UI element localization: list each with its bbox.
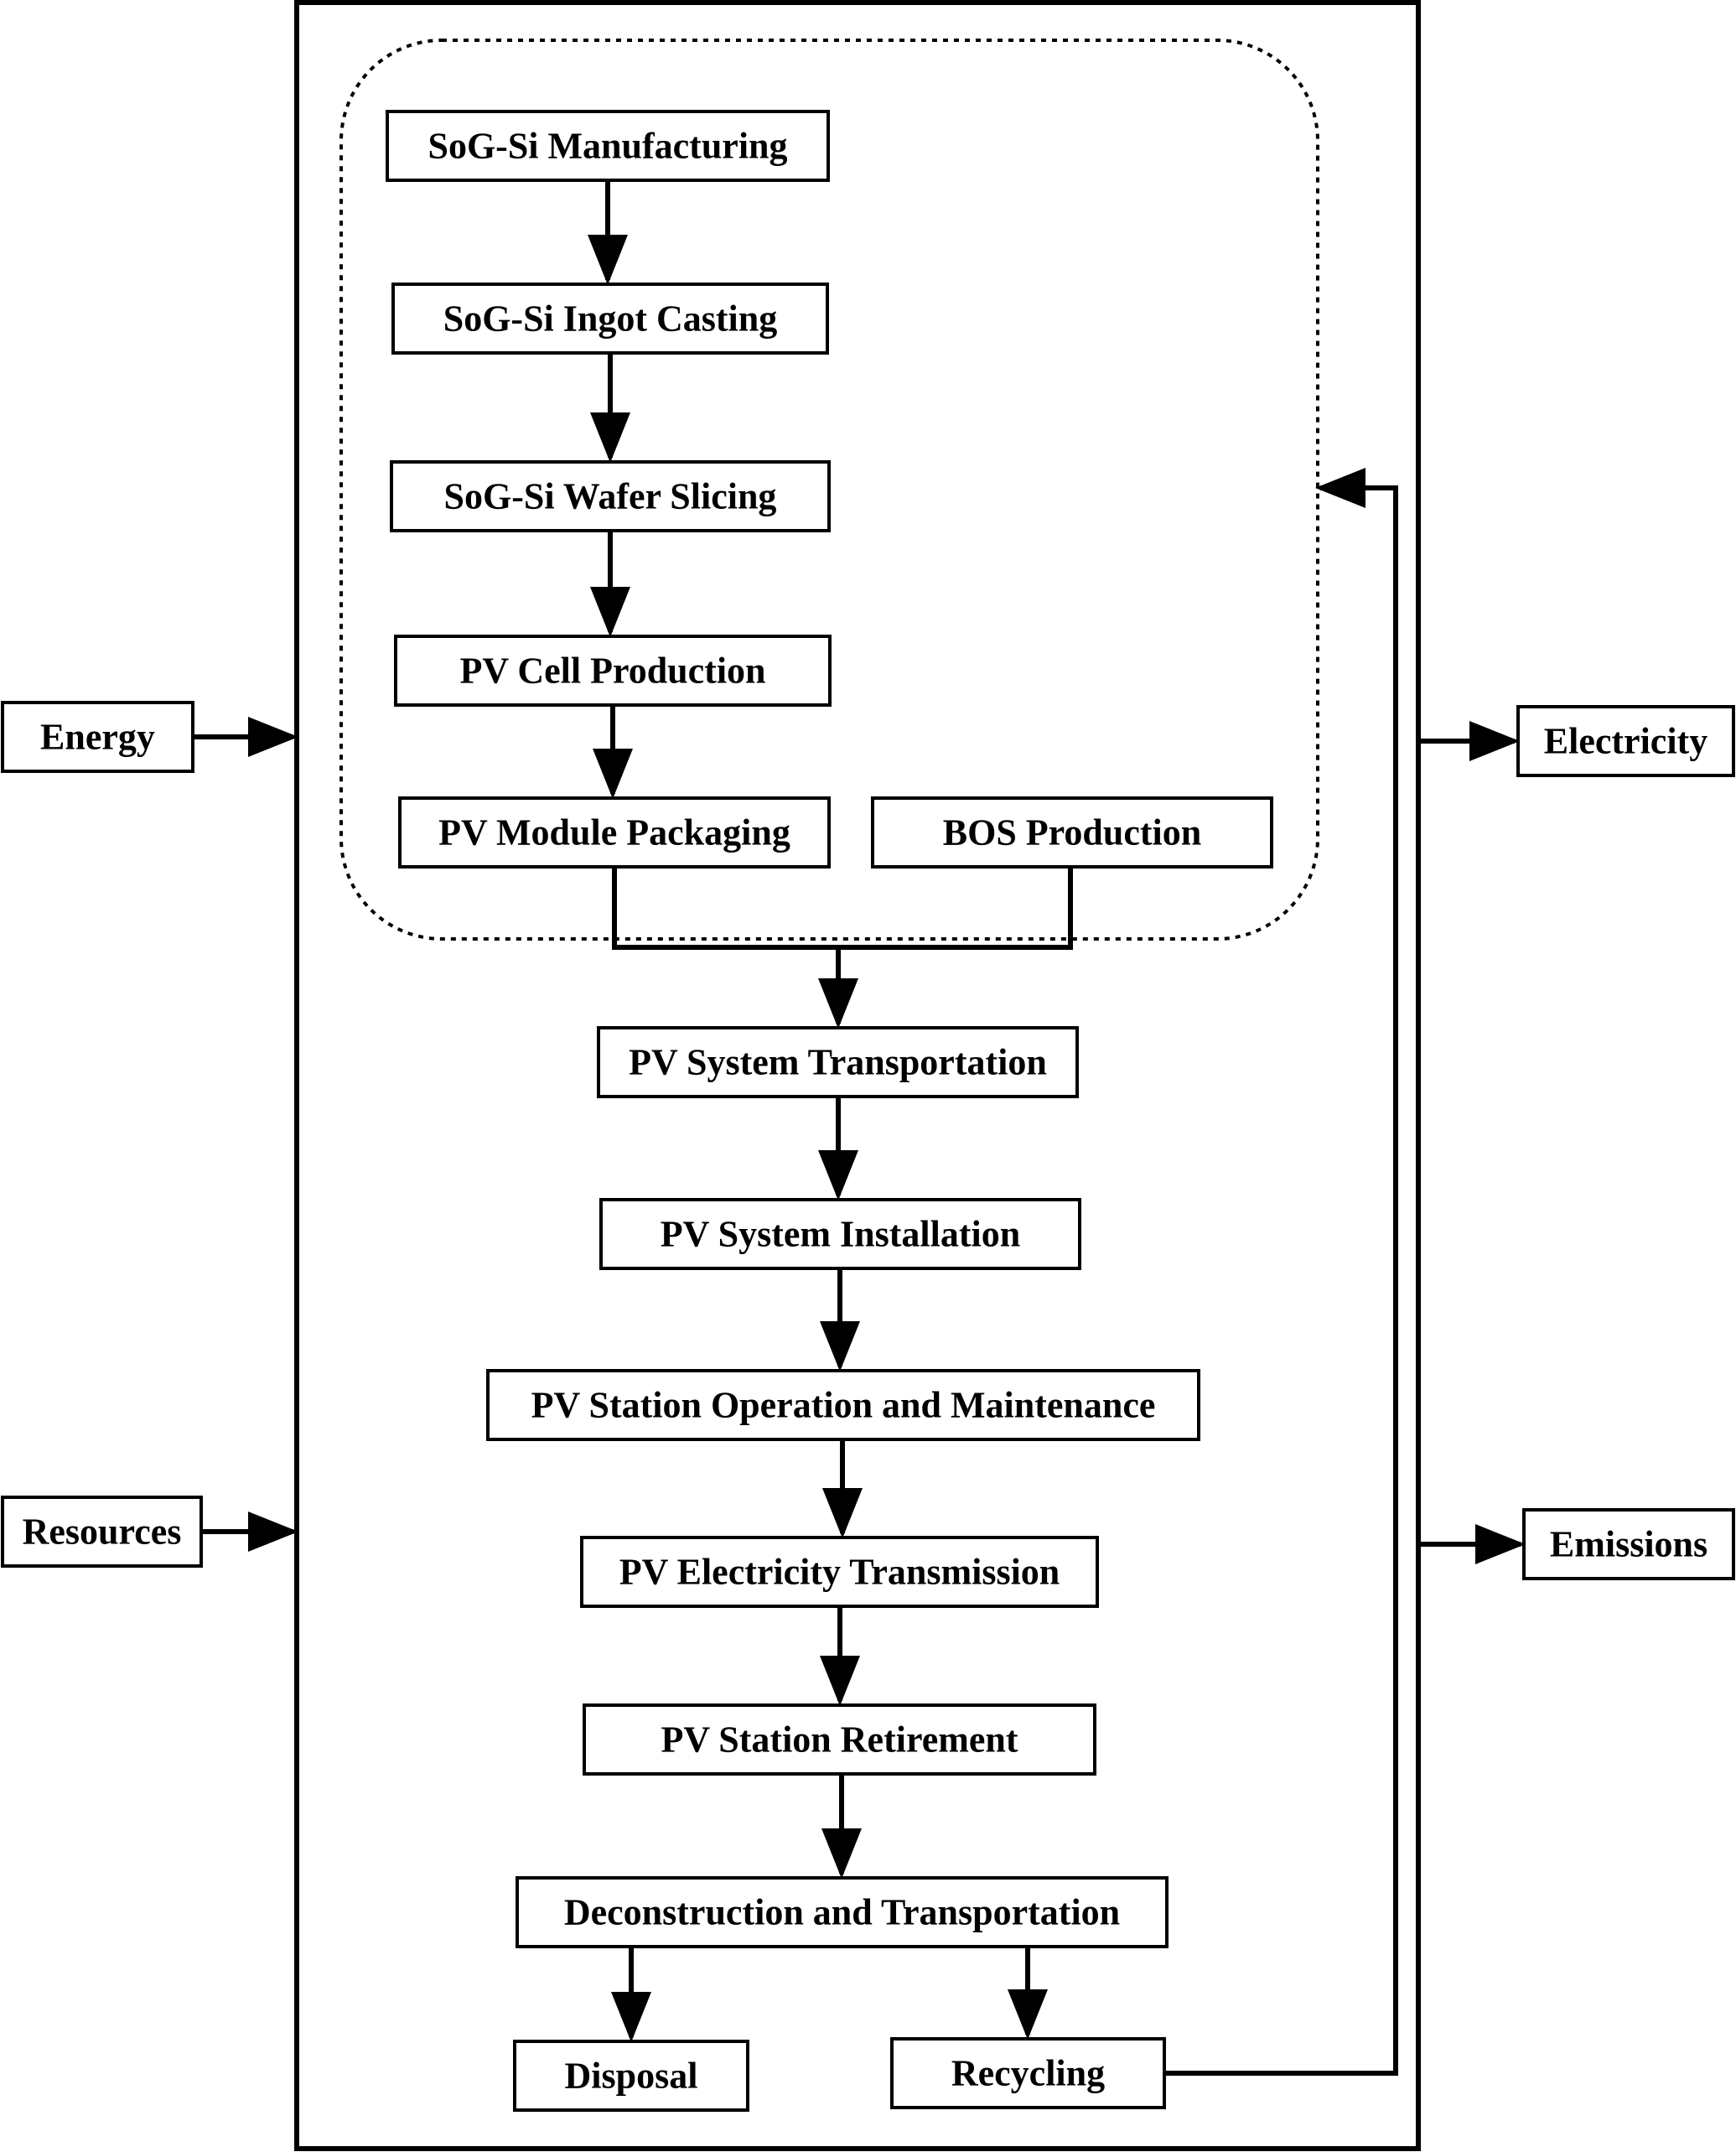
stage-pv-system-transportation: PV System Transportation <box>597 1026 1079 1098</box>
stage-pv-station-retirement-label: PV Station Retirement <box>661 1719 1018 1760</box>
system-boundary <box>294 0 1421 2151</box>
stage-sog-si-manufacturing-label: SoG-Si Manufacturing <box>428 126 787 167</box>
stage-pv-system-transportation-label: PV System Transportation <box>629 1042 1047 1083</box>
stage-disposal: Disposal <box>513 2040 749 2112</box>
stage-recycling: Recycling <box>890 2037 1166 2109</box>
stage-bos-production: BOS Production <box>871 796 1273 869</box>
stage-sog-si-wafer-slicing-label: SoG-Si Wafer Slicing <box>444 476 777 517</box>
stage-bos-production-label: BOS Production <box>943 812 1201 853</box>
stage-recycling-label: Recycling <box>951 2053 1105 2094</box>
stage-pv-station-operation-maintenance-label: PV Station Operation and Maintenance <box>531 1385 1156 1426</box>
input-resources-label: Resources <box>23 1512 182 1553</box>
stage-pv-module-packaging-label: PV Module Packaging <box>438 812 790 853</box>
stage-sog-si-wafer-slicing: SoG-Si Wafer Slicing <box>390 460 831 532</box>
stage-pv-station-operation-maintenance: PV Station Operation and Maintenance <box>486 1369 1200 1441</box>
arrow-module-bos-to-transportation <box>612 869 1073 1024</box>
output-electricity-label: Electricity <box>1544 721 1707 762</box>
stage-sog-si-ingot-casting: SoG-Si Ingot Casting <box>391 283 829 355</box>
stage-deconstruction-transportation: Deconstruction and Transportation <box>516 1876 1169 1948</box>
arrow-recycling-feedback <box>1166 468 1398 2076</box>
input-resources: Resources <box>1 1496 203 1568</box>
stage-pv-electricity-transmission: PV Electricity Transmission <box>580 1536 1099 1608</box>
stage-pv-system-installation: PV System Installation <box>599 1198 1081 1270</box>
stage-pv-cell-production-label: PV Cell Production <box>459 651 765 692</box>
output-emissions: Emissions <box>1522 1508 1735 1580</box>
stage-deconstruction-transportation-label: Deconstruction and Transportation <box>564 1892 1120 1933</box>
output-electricity: Electricity <box>1516 705 1735 777</box>
stage-disposal-label: Disposal <box>565 2056 698 2097</box>
stage-pv-electricity-transmission-label: PV Electricity Transmission <box>619 1552 1060 1593</box>
output-emissions-label: Emissions <box>1550 1524 1707 1565</box>
stage-sog-si-ingot-casting-label: SoG-Si Ingot Casting <box>443 298 778 340</box>
stage-pv-module-packaging: PV Module Packaging <box>398 796 831 869</box>
stage-sog-si-manufacturing: SoG-Si Manufacturing <box>386 110 830 182</box>
input-energy-label: Energy <box>40 717 155 758</box>
stage-pv-cell-production: PV Cell Production <box>394 635 832 707</box>
input-energy: Energy <box>1 701 194 773</box>
stage-pv-system-installation-label: PV System Installation <box>661 1214 1020 1255</box>
stage-pv-station-retirement: PV Station Retirement <box>583 1703 1096 1776</box>
